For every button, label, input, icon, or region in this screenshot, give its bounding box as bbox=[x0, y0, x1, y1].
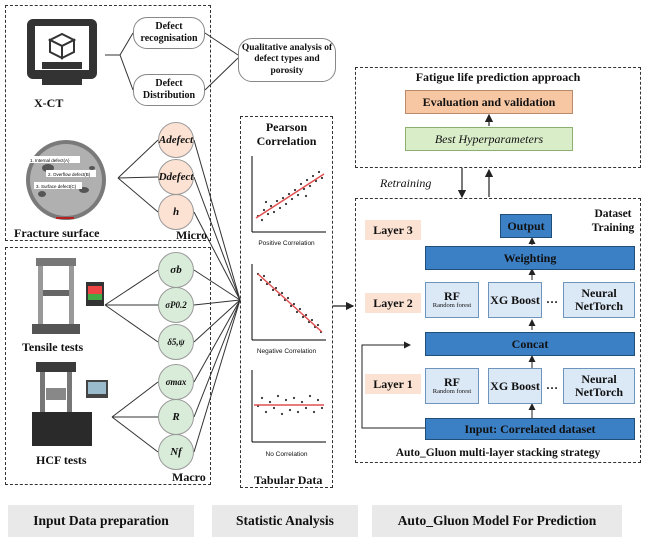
defect-recognisation-pill: Defect recognisation bbox=[133, 17, 205, 49]
input-data-preparation-label: Input Data preparation bbox=[8, 505, 194, 537]
no-correlation-plot bbox=[251, 370, 326, 443]
macro-panel bbox=[5, 247, 211, 485]
delta-psi-node: δ5,ψ bbox=[158, 324, 194, 360]
tabular-data-label: Tabular Data bbox=[254, 473, 323, 487]
sigma-b-node: σb bbox=[158, 252, 194, 288]
fatigue-title: Fatigue life prediction approach bbox=[415, 70, 581, 84]
layer2-neural-box: Neural NetTorch bbox=[563, 282, 635, 318]
layer1-rf-box: RF Random forest bbox=[425, 368, 479, 404]
qualitative-analysis-pill: Qualitative analysis of defect types and… bbox=[238, 38, 336, 82]
positive-correlation-plot bbox=[251, 156, 326, 233]
statistic-analysis-label: Statistic Analysis bbox=[212, 505, 358, 537]
adefect-node: Adefect bbox=[158, 122, 194, 158]
autogluon-model-label: Auto_Gluon Model For Prediction bbox=[372, 505, 622, 537]
fracture-surface-label: Fracture surface bbox=[14, 226, 100, 240]
concat-box: Concat bbox=[425, 332, 635, 356]
negative-correlation-plot bbox=[251, 264, 326, 341]
r-node: R bbox=[158, 399, 194, 435]
defect-distribution-pill: Defect Distribution bbox=[133, 74, 205, 106]
fracture-surface-image: 1. Internal defect(A) 2. Overflow defect… bbox=[26, 140, 106, 220]
layer2-ellipsis: … bbox=[546, 292, 558, 306]
xct-label: X-CT bbox=[34, 96, 64, 110]
best-hyperparameters-box: Best Hyperparameters bbox=[405, 127, 573, 151]
stacking-strategy-label: Auto_Gluon multi-layer stacking strategy bbox=[395, 447, 601, 459]
micro-label: Micro bbox=[176, 228, 208, 242]
hcf-tests-label: HCF tests bbox=[36, 453, 87, 467]
layer1-neural-box: Neural NetTorch bbox=[563, 368, 635, 404]
macro-label: Macro bbox=[172, 470, 206, 484]
retraining-label: Retraining bbox=[380, 176, 432, 190]
nf-node: Nf bbox=[158, 434, 194, 470]
xct-scanner-icon bbox=[27, 19, 97, 85]
output-box: Output bbox=[500, 214, 552, 238]
sigma-max-node: σmax bbox=[158, 364, 194, 400]
input-dataset-box: Input: Correlated dataset bbox=[425, 418, 635, 440]
h-node: h bbox=[158, 194, 194, 230]
fracture-tag-2: 2. Overflow defect(B) bbox=[48, 172, 91, 177]
pearson-title: Pearson Correlation bbox=[256, 120, 317, 149]
layer2-xgboost-box: XG Boost bbox=[488, 282, 542, 318]
sigma-p02-node: σP0.2 bbox=[158, 287, 194, 323]
layer2-rf-label: RF bbox=[444, 289, 460, 304]
negative-correlation-label: Negative Correlation bbox=[256, 348, 317, 355]
layer-1-label: Layer 1 bbox=[365, 374, 421, 394]
no-correlation-label: No Correlation bbox=[265, 451, 308, 458]
layer1-ellipsis: … bbox=[546, 378, 558, 392]
layer2-rf-sublabel: Random forest bbox=[432, 301, 472, 309]
tensile-tests-label: Tensile tests bbox=[22, 340, 84, 354]
weighting-box: Weighting bbox=[425, 246, 635, 270]
statistics-panel bbox=[240, 116, 333, 488]
ddefect-node: Ddefect bbox=[158, 159, 194, 195]
tensile-machine-image bbox=[32, 258, 104, 334]
positive-correlation-label: Positive Correlation bbox=[258, 240, 315, 247]
fatigue-panel bbox=[355, 67, 641, 168]
layer1-rf-sublabel: Random forest bbox=[432, 387, 472, 395]
hcf-machine-image bbox=[32, 362, 108, 446]
layer2-rf-box: RF Random forest bbox=[425, 282, 479, 318]
dataset-training-label: Dataset Training bbox=[591, 208, 635, 234]
layer-2-label: Layer 2 bbox=[365, 293, 421, 313]
layer-3-label: Layer 3 bbox=[365, 220, 421, 240]
layer1-rf-label: RF bbox=[444, 375, 460, 390]
layer1-xgboost-box: XG Boost bbox=[488, 368, 542, 404]
stacking-panel bbox=[355, 198, 641, 463]
evaluation-validation-box: Evaluation and validation bbox=[405, 90, 573, 114]
fracture-tag-3: 3. Surface defect(C) bbox=[36, 184, 77, 189]
micro-panel bbox=[5, 5, 211, 241]
fracture-tag-1: 1. Internal defect(A) bbox=[30, 158, 70, 163]
